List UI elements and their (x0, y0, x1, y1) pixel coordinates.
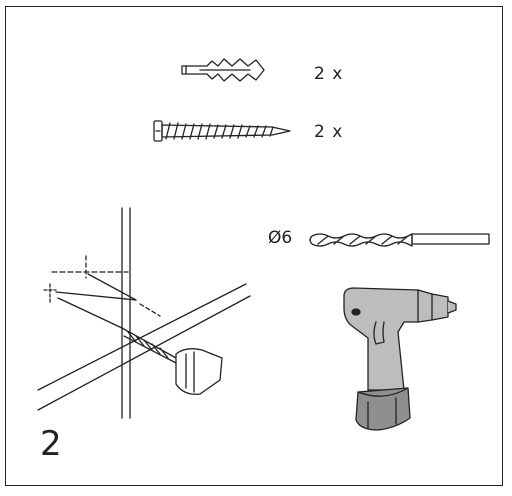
wall-plug-icon (181, 58, 265, 82)
step-number: 2 (40, 424, 62, 464)
screw-quantity: 2 x (314, 122, 344, 142)
drill-bit-diameter: Ø6 (268, 228, 293, 248)
cordless-drill-icon (343, 287, 457, 431)
screw-icon (153, 120, 291, 142)
wall-plug-quantity: 2 x (314, 64, 344, 84)
wall-drilling-illustration (37, 207, 251, 419)
drill-bit-icon (309, 233, 490, 247)
instruction-frame (5, 6, 503, 486)
